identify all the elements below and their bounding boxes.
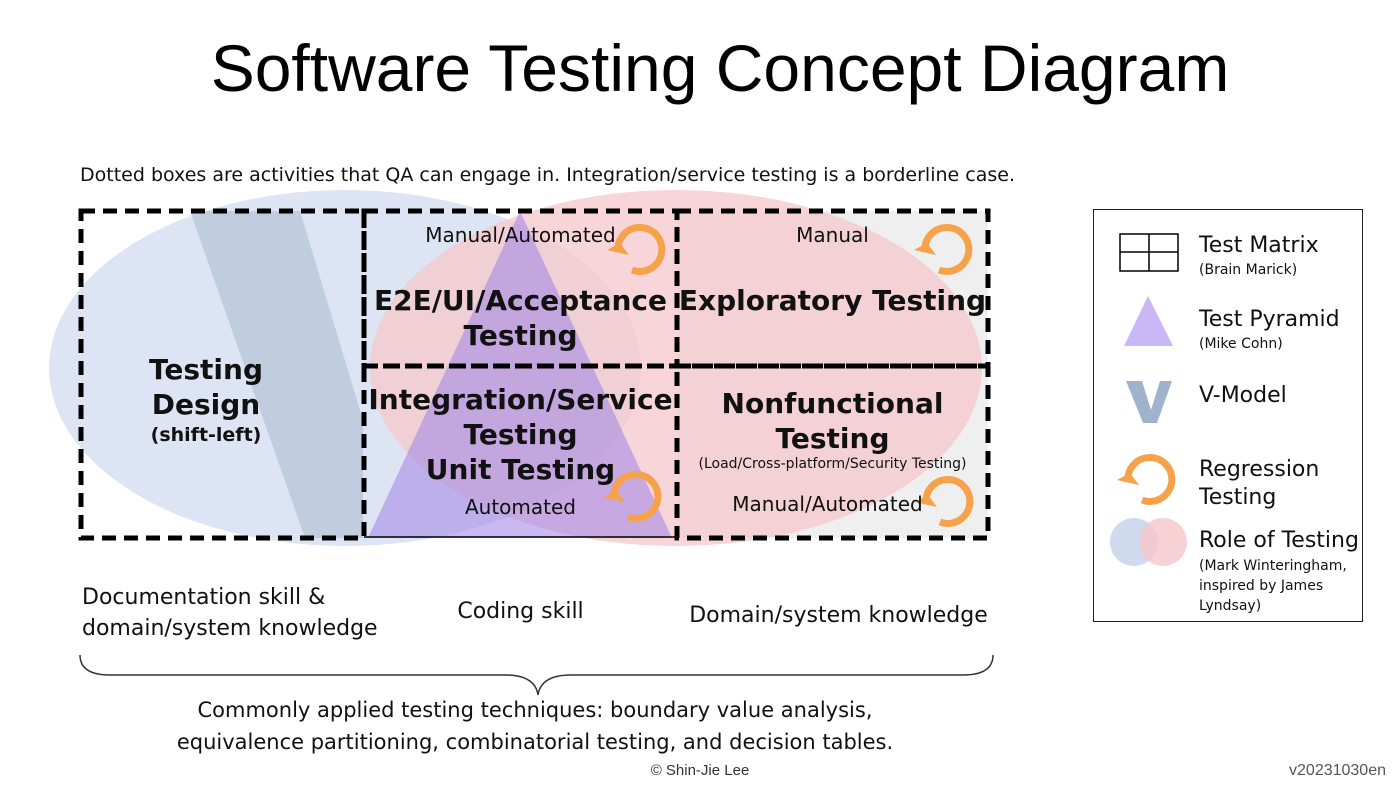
domain-knowledge-label: Domain/system knowledge bbox=[689, 603, 988, 628]
legend-test-matrix-label: Test Matrix bbox=[1199, 233, 1319, 258]
nonfunctional-mode-label: Manual/Automated bbox=[732, 492, 923, 516]
integration-title-1: Integration/Service bbox=[368, 383, 673, 416]
legend-test-pyramid-sub: (Mike Cohn) bbox=[1199, 336, 1283, 352]
integration-mode-label: Automated bbox=[464, 495, 576, 519]
techniques-line-1: Commonly applied testing techniques: bou… bbox=[197, 698, 873, 722]
copyright-text: © Shin-Jie Lee bbox=[650, 762, 750, 779]
page-title: Software Testing Concept Diagram bbox=[210, 31, 1230, 105]
techniques-text: Commonly applied testing techniques: bou… bbox=[100, 694, 970, 758]
version-label: v20231030en bbox=[1289, 762, 1386, 779]
test-matrix-icon bbox=[1119, 233, 1179, 272]
legend-role-sub-2: inspired by James bbox=[1199, 578, 1324, 594]
legend-role-label: Role of Testing bbox=[1199, 528, 1359, 553]
v-model-icon bbox=[1126, 381, 1172, 423]
legend-role-sub-3: Lyndsay) bbox=[1199, 598, 1262, 614]
documentation-skill-line2: domain/system knowledge bbox=[82, 616, 378, 641]
integration-title-2: Testing bbox=[463, 418, 578, 451]
test-pyramid-icon bbox=[1124, 296, 1173, 346]
legend-test-matrix-sub: (Brain Marick) bbox=[1199, 262, 1298, 278]
test-pyramid-shape bbox=[368, 211, 672, 538]
nonfunctional-title-1: Nonfunctional bbox=[721, 387, 944, 420]
legend-v-model-label: V-Model bbox=[1199, 383, 1287, 408]
coding-skill-label: Coding skill bbox=[457, 599, 584, 624]
v-model-shape bbox=[190, 211, 363, 538]
nonfunctional-subtitle: (Load/Cross-platform/Security Testing) bbox=[698, 456, 967, 472]
testing-design-box bbox=[78, 208, 367, 541]
e2e-title-1: E2E/UI/Acceptance bbox=[373, 284, 668, 317]
unit-testing-title: Unit Testing bbox=[425, 453, 616, 486]
legend-test-pyramid-label: Test Pyramid bbox=[1199, 307, 1340, 332]
testing-design-title-1: Testing bbox=[149, 353, 263, 386]
techniques-line-2: equivalence partitioning, combinatorial … bbox=[176, 730, 894, 754]
e2e-mode-label: Manual/Automated bbox=[425, 223, 616, 247]
legend-role-sub-1: (Mark Winteringham, bbox=[1199, 558, 1347, 574]
testing-design-title-2: Design bbox=[151, 388, 261, 421]
testing-design-subtitle: (shift-left) bbox=[150, 424, 262, 446]
nonfunctional-box bbox=[674, 363, 991, 541]
legend-regression-label-2: Testing bbox=[1199, 485, 1277, 510]
techniques-brace bbox=[79, 654, 994, 696]
exploratory-title: Exploratory Testing bbox=[678, 284, 987, 317]
legend-box bbox=[1093, 209, 1363, 622]
legend-regression-label-1: Regression bbox=[1199, 457, 1320, 482]
exploratory-mode-label: Manual bbox=[796, 223, 869, 247]
documentation-skill-line1: Documentation skill & bbox=[82, 585, 326, 610]
role-of-testing-icon bbox=[1110, 518, 1187, 566]
e2e-title-2: Testing bbox=[463, 319, 578, 352]
diagram-caption: Dotted boxes are activities that QA can … bbox=[80, 164, 1015, 186]
nonfunctional-title-2: Testing bbox=[775, 422, 890, 455]
